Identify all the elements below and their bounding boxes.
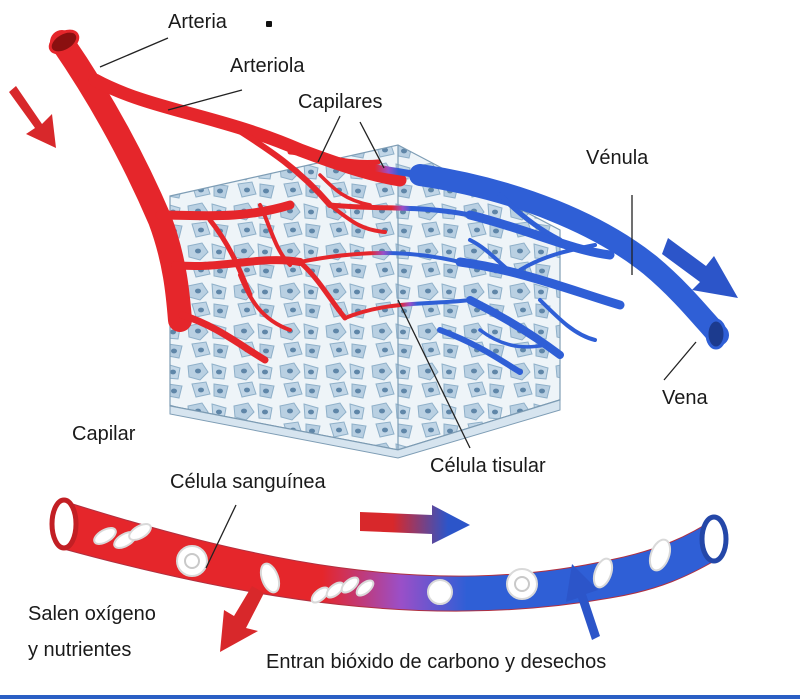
label-capilares: Capilares — [298, 91, 383, 113]
label-vena: Vena — [662, 387, 708, 409]
label-celula-sanguinea: Célula sanguínea — [170, 471, 326, 493]
label-salen-line2: y nutrientes — [28, 639, 132, 661]
arrow-salen — [220, 586, 264, 652]
label-venula: Vénula — [586, 147, 649, 169]
bottom-edge-line — [0, 695, 800, 699]
label-entran: Entran bióxido de carbono y desechos — [266, 651, 607, 673]
capillary-tube — [49, 497, 729, 612]
artery-opening — [48, 29, 80, 55]
flow-arrow-tube — [360, 505, 470, 544]
label-arteriola: Arteriola — [230, 55, 305, 77]
dot-marker — [266, 21, 272, 27]
leader-lines — [99, 37, 697, 569]
arterial-tree — [50, 30, 407, 364]
label-celula-tisular: Célula tisular — [430, 455, 546, 477]
blood-cells — [93, 523, 672, 605]
arrow-entran — [566, 564, 600, 640]
label-arteria: Arteria — [168, 11, 227, 33]
flow-arrow-in — [9, 86, 56, 148]
label-capilar: Capilar — [72, 423, 136, 445]
flow-arrow-out — [662, 238, 738, 298]
venous-tree — [409, 164, 729, 375]
label-salen-line1: Salen oxígeno — [28, 603, 156, 625]
vein-opening — [705, 318, 727, 350]
